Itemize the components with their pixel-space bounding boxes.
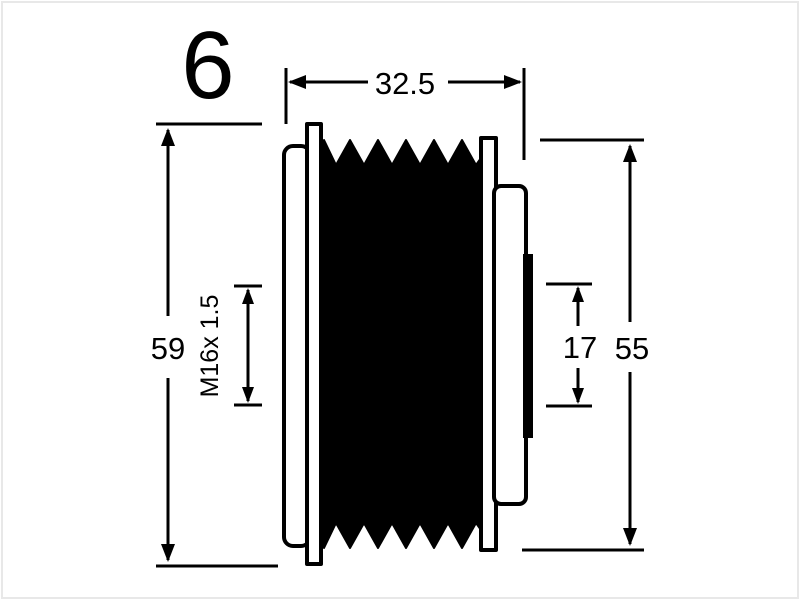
right-diameter-dimension bbox=[522, 138, 644, 552]
bore-label: 17 bbox=[563, 330, 597, 365]
arrow-down-icon bbox=[242, 387, 254, 403]
width-dimension bbox=[284, 68, 526, 160]
left-diameter-dimension bbox=[156, 122, 278, 568]
arrow-up-icon bbox=[161, 128, 175, 146]
figure-number: 6 bbox=[181, 12, 234, 119]
left-flange bbox=[305, 122, 323, 566]
width-label: 32.5 bbox=[375, 66, 435, 101]
right-hub bbox=[492, 184, 528, 506]
pulley-body bbox=[282, 122, 533, 566]
thread-dimension bbox=[234, 284, 262, 407]
arrow-down-icon bbox=[623, 528, 637, 546]
thread-label: M16x 1.5 bbox=[196, 295, 224, 398]
grooved-belt bbox=[323, 139, 482, 549]
arrow-down-icon bbox=[161, 544, 175, 562]
arrow-down-icon bbox=[572, 388, 584, 404]
right-diameter-label: 55 bbox=[615, 331, 649, 366]
right-hub-band bbox=[523, 254, 533, 438]
arrow-up-icon bbox=[572, 286, 584, 302]
bore-dimension bbox=[546, 282, 592, 408]
arrow-left-icon bbox=[288, 75, 306, 89]
left-diameter-label: 59 bbox=[151, 331, 185, 366]
arrow-up-icon bbox=[623, 144, 637, 162]
arrow-up-icon bbox=[242, 288, 254, 304]
arrow-right-icon bbox=[504, 75, 522, 89]
